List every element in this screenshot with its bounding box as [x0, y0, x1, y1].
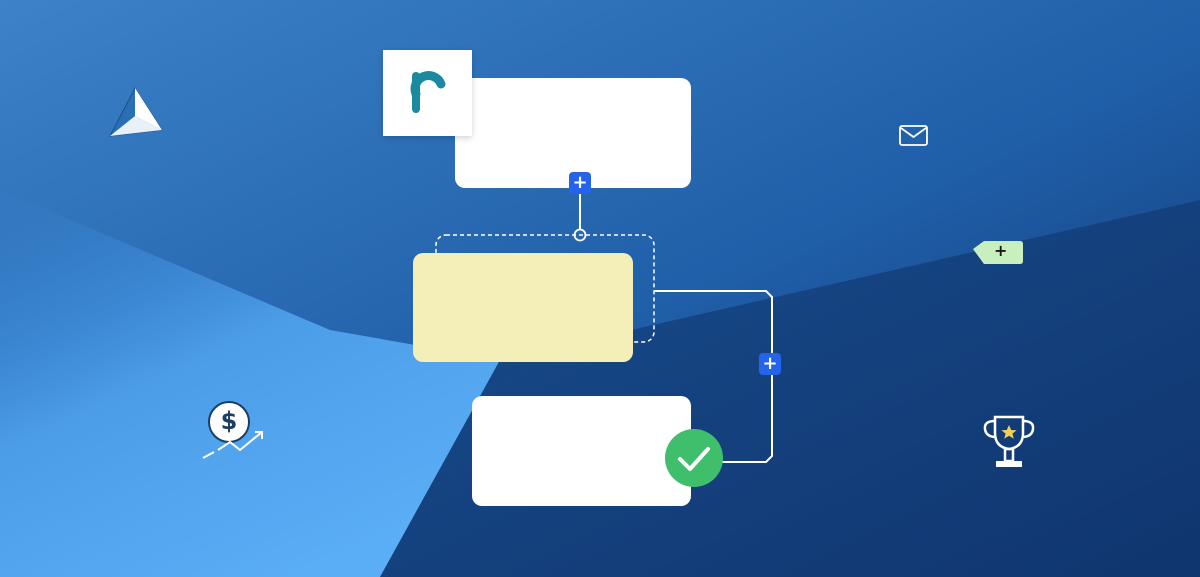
add-step-button-top[interactable]: +	[569, 172, 591, 194]
mail-icon	[899, 125, 928, 146]
dollar-growth-icon: $	[200, 400, 272, 464]
workflow-node-selected[interactable]	[413, 253, 633, 362]
brand-logo	[410, 71, 446, 113]
check-icon	[665, 429, 723, 487]
tag-symbol: +	[994, 241, 1008, 260]
dollar-symbol: $	[220, 407, 238, 435]
price-tag-icon: +	[970, 237, 1026, 267]
workflow-node-bottom[interactable]	[472, 396, 691, 506]
workflow-node-top[interactable]	[455, 78, 691, 188]
add-step-button-side[interactable]: +	[759, 353, 781, 375]
paper-plane-icon	[109, 87, 163, 137]
trophy-icon	[983, 415, 1035, 467]
brand-logo-card	[383, 50, 472, 136]
